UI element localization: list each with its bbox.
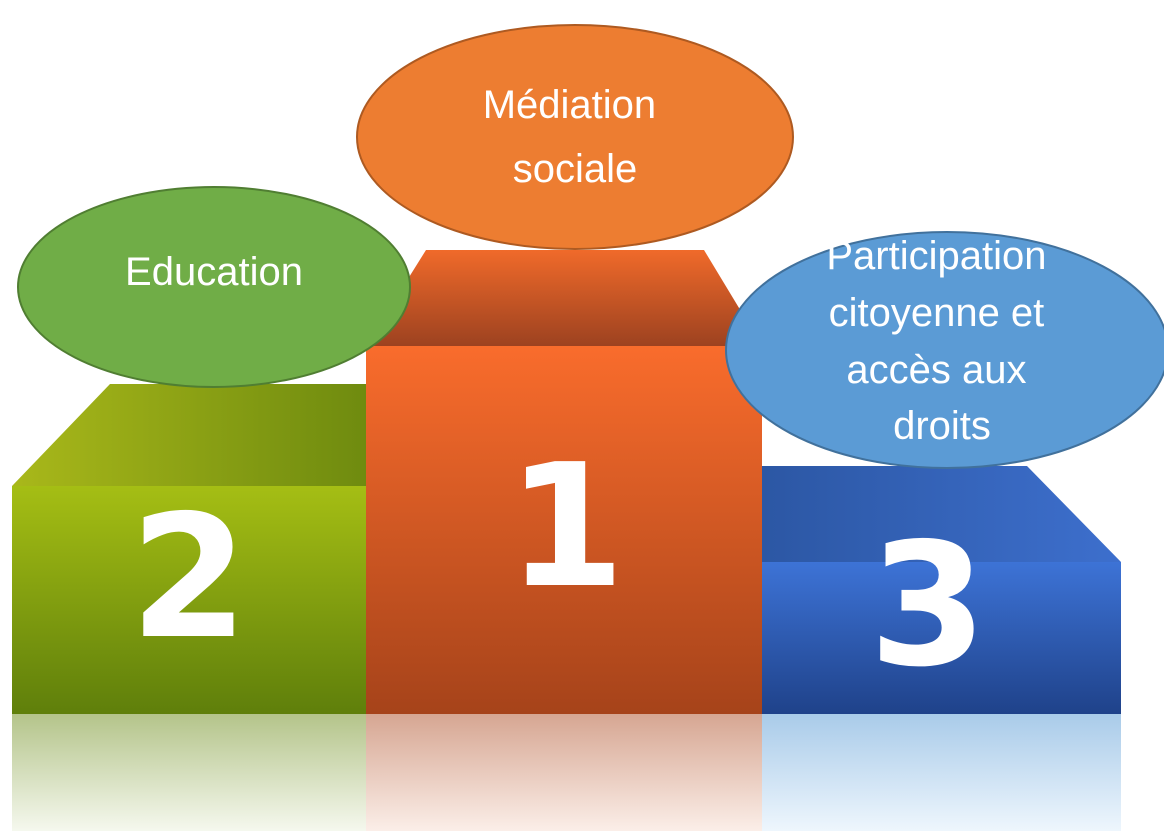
podium-second-reflection: [12, 714, 366, 831]
podium-third-rank: 3: [869, 507, 987, 705]
podium-first-reflection: [366, 714, 762, 831]
ellipse-mediation-label: Médiation sociale: [483, 83, 668, 191]
label-line: citoyenne et: [829, 291, 1045, 335]
label-line: Education: [125, 250, 303, 294]
ellipse-mediation-shape: [356, 24, 794, 250]
podium-block-first: 1: [366, 250, 762, 831]
label-line: Médiation: [483, 83, 656, 127]
ellipse-education-shape: [17, 186, 411, 388]
ellipse-participation: Participation citoyenne et accès aux dro…: [725, 231, 1164, 469]
podium-first-top: [366, 250, 762, 346]
label-line: droits: [893, 404, 991, 448]
ellipse-participation-shape: [725, 231, 1164, 469]
podium-third-front: [762, 562, 1121, 714]
ellipse-education: Education: [17, 186, 411, 388]
podium-first-front: [366, 346, 762, 714]
ellipse-mediation: Médiation sociale: [356, 24, 794, 250]
podium-third-top: [762, 466, 1121, 562]
label-line: accès aux: [846, 348, 1026, 392]
podium-block-third: 3: [762, 466, 1121, 831]
podium-second-front: [12, 486, 366, 714]
podium-first-rank: 1: [507, 428, 625, 626]
podium-block-second: 2: [12, 384, 366, 831]
podium-third-reflection: [762, 714, 1121, 831]
label-line: Participation: [826, 234, 1046, 278]
ellipse-participation-label: Participation citoyenne et accès aux dro…: [826, 234, 1057, 448]
podium-second-top: [12, 384, 366, 486]
ellipse-education-label: Education: [125, 250, 303, 294]
label-line: sociale: [513, 147, 638, 191]
podium-second-rank: 2: [130, 479, 248, 677]
